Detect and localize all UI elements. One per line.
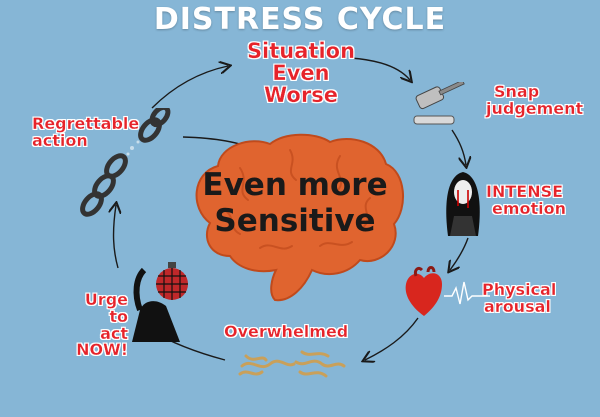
- arrow-intense-to-physical: [450, 237, 469, 270]
- stage-snap-line1: Snap: [494, 82, 540, 101]
- stage-overwhelmed-line1: Overwhelmed: [224, 322, 349, 341]
- stage-regrettable-line1: Regrettable: [32, 114, 140, 133]
- stage-snap-line2: judgement: [486, 98, 584, 118]
- stage-intense-line1: INTENSE: [486, 182, 564, 201]
- arrow-urge-to-regrettable: [114, 205, 118, 269]
- stage-intense-line2: emotion: [492, 198, 567, 218]
- gavel-icon: [413, 82, 465, 125]
- center-text-line1: Even more: [202, 167, 388, 203]
- stage-urge-line2: act NOW!: [76, 323, 128, 360]
- stage-physical-line2: arousal: [484, 296, 551, 316]
- stage-situation-line2: Even Worse: [264, 61, 338, 108]
- stage-overwhelmed-label: Overwhelmed: [224, 322, 349, 341]
- crying-woman-icon: [446, 172, 480, 236]
- brain-icon: [195, 133, 405, 302]
- stage-situation-line1: Situation: [246, 39, 356, 63]
- stage-urge-label: Urge to act NOW!: [76, 290, 128, 360]
- frayed-rope-icon: [238, 350, 346, 378]
- arrow-situation-to-snap: [349, 57, 410, 80]
- arrow-physical-to-overwhelmed: [365, 317, 419, 360]
- stage-intense-label: INTENSE emotion: [486, 182, 567, 218]
- center-text: Even more Sensitive: [200, 167, 390, 239]
- arrow-snap-to-intense: [451, 129, 466, 165]
- diagram-title: DISTRESS CYCLE: [153, 2, 447, 37]
- broken-chain-icon: [80, 108, 171, 217]
- stage-snap-label: Snap judgement: [486, 82, 584, 118]
- stage-regrettable-label: Regrettable action: [32, 114, 140, 150]
- stage-regrettable-line2: action: [32, 130, 88, 150]
- stage-urge-line1: Urge to: [84, 290, 128, 326]
- heart-icon: [405, 266, 490, 316]
- grenade-head-icon: [132, 262, 188, 342]
- center-text-line2: Sensitive: [214, 202, 376, 239]
- stage-physical-line1: Physical: [482, 280, 557, 299]
- stage-situation-label: Situation Even Worse: [236, 40, 366, 106]
- stage-physical-label: Physical arousal: [482, 280, 557, 316]
- arrow-regrettable-to-situation: [151, 66, 228, 109]
